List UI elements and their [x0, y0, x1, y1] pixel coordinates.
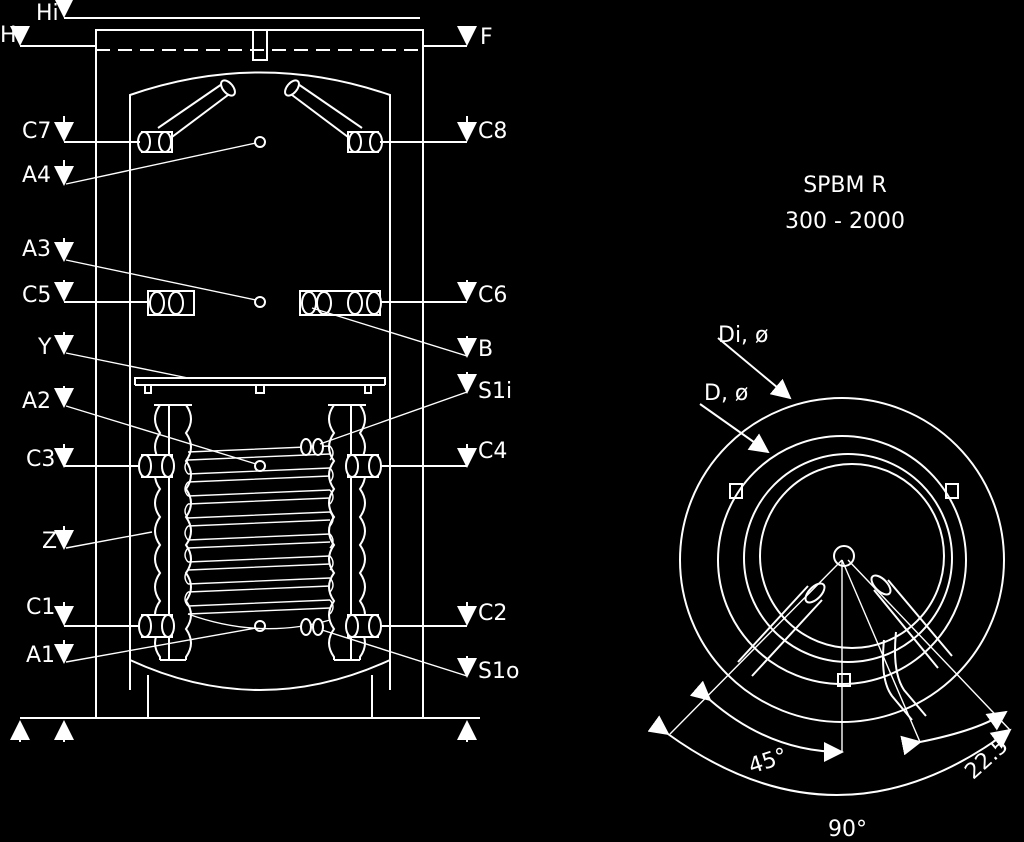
label-f: F	[480, 25, 493, 50]
label-h: H	[0, 23, 17, 48]
pipe-22	[873, 579, 953, 669]
label-c4: C4	[478, 439, 507, 464]
label-y: Y	[37, 335, 52, 360]
label-a3: A3	[22, 237, 51, 262]
label-22-5: 22.5°	[960, 726, 1021, 785]
pipe-c5	[147, 290, 195, 316]
coil-outer	[743, 453, 953, 663]
label-d: D, ø	[704, 381, 748, 406]
label-c5: C5	[22, 283, 51, 308]
pipe-45	[737, 585, 823, 677]
pipe-c2	[345, 614, 382, 638]
label-c8: C8	[478, 119, 507, 144]
label-c3: C3	[26, 447, 55, 472]
vessel-wall	[129, 71, 391, 690]
lug-left	[729, 483, 743, 499]
top-vent	[252, 29, 268, 61]
label-a2: A2	[22, 389, 51, 414]
pipe-c4	[345, 454, 382, 478]
sensor-a3	[254, 296, 266, 308]
lug-bottom	[837, 673, 851, 687]
label-45: 45°	[746, 744, 791, 780]
pipe-coil-exit	[882, 631, 927, 721]
vessel-bottom	[129, 659, 391, 691]
model-title: SPBM R	[803, 173, 887, 198]
label-90: 90°	[828, 817, 867, 842]
label-c1: C1	[26, 595, 55, 620]
label-di: Di, ø	[718, 323, 769, 348]
label-c2: C2	[478, 601, 507, 626]
label-s1o: S1o	[478, 659, 519, 684]
pipe-c8	[284, 79, 383, 153]
pipe-c6-b	[299, 290, 382, 316]
tank-elevation	[9, 0, 480, 742]
sensor-a1	[254, 620, 266, 632]
label-s1i: S1i	[478, 379, 512, 404]
pipe-c1	[138, 614, 175, 638]
vessel-feet	[147, 675, 373, 718]
label-a1: A1	[26, 643, 55, 668]
left-leaders	[54, 116, 257, 664]
label-b: B	[478, 337, 493, 362]
heating-coil	[184, 438, 334, 636]
coil-inner	[759, 463, 945, 649]
sensor-a2	[254, 460, 266, 472]
stratification-plate	[134, 377, 386, 394]
model-range: 300 - 2000	[785, 209, 905, 234]
lug-right	[945, 483, 959, 499]
tank-plan-view	[647, 337, 1012, 796]
sensor-a4	[254, 136, 266, 148]
label-c7: C7	[22, 119, 51, 144]
label-a4: A4	[22, 163, 51, 188]
pipe-c7	[137, 79, 236, 153]
label-hi: Hi	[36, 1, 59, 26]
pipe-c3	[138, 454, 175, 478]
label-c6: C6	[478, 283, 507, 308]
label-z: Z	[42, 529, 57, 554]
right-leaders	[311, 116, 477, 678]
